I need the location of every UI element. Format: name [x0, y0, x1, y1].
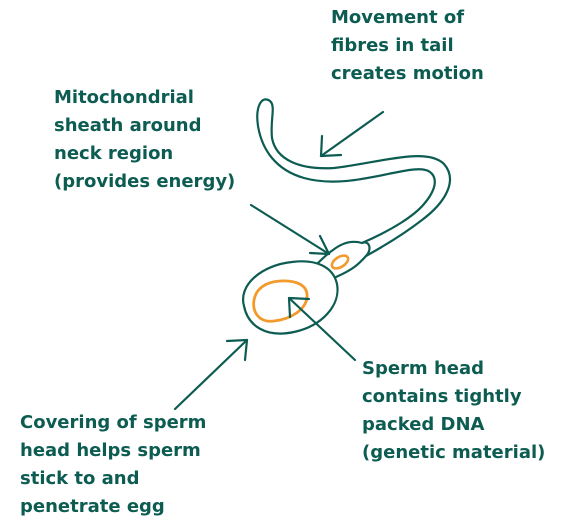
tail-arrow — [321, 112, 383, 156]
covering-label: Covering of sperm head helps sperm stick… — [20, 409, 206, 521]
sperm-head-label-line: (genetic material) — [362, 439, 545, 467]
mitochondria-label-line: sheath around — [54, 112, 235, 140]
covering-label-line: stick to and — [20, 465, 206, 493]
mitochondria-label: Mitochondrial sheath around neck region … — [54, 84, 235, 196]
covering-label-line: head helps sperm — [20, 437, 206, 465]
sperm-head-label-line: packed DNA — [362, 411, 545, 439]
nucleus-dna — [254, 281, 307, 321]
covering-arrow — [175, 340, 247, 409]
mitochondrial-sheath — [330, 253, 351, 271]
covering-label-line: penetrate egg — [20, 493, 206, 521]
sperm-head-label: Sperm head contains tightly packed DNA (… — [362, 355, 545, 467]
tail-label-line: fibres in tail — [331, 32, 484, 60]
sperm-head-label-line: Sperm head — [362, 355, 545, 383]
sperm-head-label-line: contains tightly — [362, 383, 545, 411]
tail-label-line: Movement of — [331, 4, 484, 32]
tail-label: Movement of fibres in tail creates motio… — [331, 4, 484, 88]
mitochondria-arrow — [251, 205, 329, 254]
mitochondria-label-line: neck region — [54, 140, 235, 168]
tail-label-line: creates motion — [331, 60, 484, 88]
mitochondria-label-line: (provides energy) — [54, 168, 235, 196]
head-arrow — [289, 298, 355, 360]
sperm-tail-outline — [257, 99, 450, 256]
mitochondria-label-line: Mitochondrial — [54, 84, 235, 112]
covering-label-line: Covering of sperm — [20, 409, 206, 437]
